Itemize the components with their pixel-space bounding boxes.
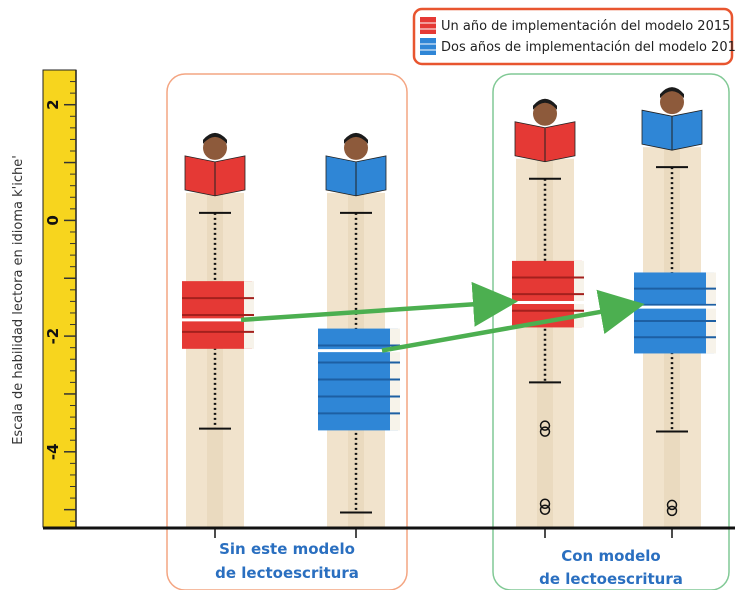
y-tick-labels: 2 0 -2 -4 [44, 99, 62, 460]
child-head [203, 135, 227, 160]
group-label-without-line2: de lectoescritura [215, 564, 359, 582]
y-axis-label: Escala de habilidad lectora en idioma k'… [11, 155, 26, 445]
child-head [344, 135, 368, 160]
box-book-stack [182, 281, 254, 349]
child-head [533, 101, 557, 126]
child-hair [660, 87, 684, 99]
group-label-without-line1: Sin este modelo [219, 540, 355, 558]
y-tick-label: -4 [44, 443, 62, 460]
y-tick-label: 2 [44, 99, 62, 109]
y-tick-label: -2 [44, 328, 62, 345]
box-book-stack [318, 328, 400, 431]
legend-swatch-red-book [420, 17, 436, 34]
outlier-point [539, 426, 551, 437]
child-hair [344, 132, 368, 144]
outlier-point [666, 499, 678, 511]
improvement-arrow [381, 289, 645, 353]
child-hair [533, 98, 557, 110]
group-frame-without-model [166, 73, 408, 590]
outlier-point [666, 505, 678, 517]
child-hair [203, 132, 227, 144]
y-tick-label: 0 [44, 215, 62, 225]
reader-figure [325, 132, 387, 197]
legend-item-2015: Un año de implementación del modelo 2015 [420, 17, 730, 34]
ruler-y-axis [42, 69, 77, 528]
reader-figure [184, 132, 246, 197]
pillar-shade [207, 192, 223, 527]
box-body [634, 272, 714, 354]
outlier-point [539, 420, 551, 431]
legend-label-2015: Un año de implementación del modelo 2015 [441, 19, 730, 34]
legend-label-2016: Dos años de implementación del modelo 20… [441, 40, 735, 55]
legend-box [412, 7, 734, 66]
reader-figure [514, 98, 576, 163]
child-head [660, 90, 684, 115]
improvement-arrow [240, 281, 518, 327]
book-pages [706, 272, 716, 354]
box-book-stack [634, 272, 716, 354]
ruler-minor-ticks [64, 81, 76, 522]
legend-swatch-blue-book [420, 38, 436, 55]
reader-figure [641, 87, 703, 151]
outlier-point [539, 498, 551, 510]
legend-item-2016: Dos años de implementación del modelo 20… [420, 38, 735, 55]
group-label-with-line1: Con modelo [561, 547, 661, 565]
plot-area [182, 87, 716, 538]
group-label-with-line2: de lectoescritura [539, 570, 683, 588]
outlier-point [539, 504, 551, 516]
